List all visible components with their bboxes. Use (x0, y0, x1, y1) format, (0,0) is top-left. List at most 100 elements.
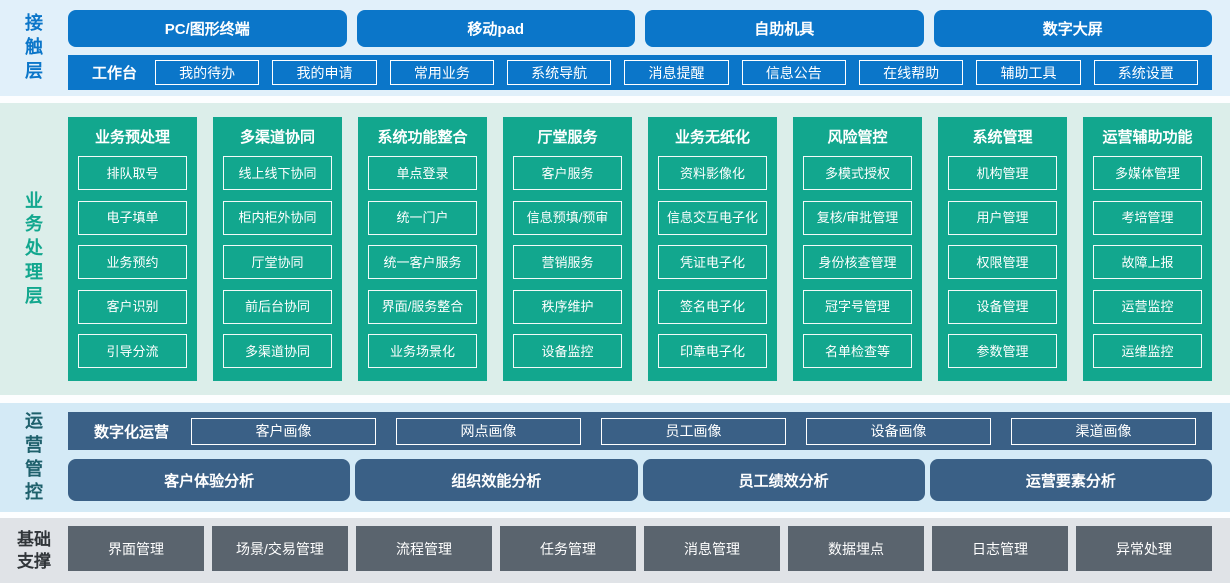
analysis-button[interactable]: 组织效能分析 (355, 459, 638, 501)
foundation-button[interactable]: 任务管理 (500, 526, 636, 571)
business-item[interactable]: 营销服务 (513, 245, 622, 279)
business-column-items: 客户服务信息预填/预审营销服务秩序维护设备监控 (513, 156, 622, 368)
business-item[interactable]: 界面/服务整合 (368, 289, 477, 324)
business-column-title: 多渠道协同 (239, 129, 315, 146)
business-item[interactable]: 故障上报 (1093, 245, 1202, 279)
foundation-button[interactable]: 数据埋点 (788, 526, 924, 571)
contact-layer-label: 接触层 (25, 13, 43, 81)
business-item[interactable]: 设备监控 (513, 334, 622, 368)
business-item[interactable]: 名单检查等 (803, 334, 912, 368)
business-item[interactable]: 权限管理 (948, 245, 1057, 279)
business-item[interactable]: 复核/审批管理 (803, 200, 912, 235)
terminal-button[interactable]: 自助机具 (645, 10, 924, 47)
divider (0, 96, 1230, 103)
business-item[interactable]: 冠字号管理 (803, 289, 912, 324)
terminal-button[interactable]: PC/图形终端 (68, 10, 347, 47)
business-item[interactable]: 客户识别 (78, 289, 187, 324)
business-item[interactable]: 线上线下协同 (223, 156, 332, 190)
business-column-items: 单点登录统一门户统一客户服务界面/服务整合业务场景化 (368, 156, 477, 368)
business-item[interactable]: 运维监控 (1093, 334, 1202, 368)
workbench-label: 工作台 (92, 65, 138, 82)
portrait-button[interactable]: 渠道画像 (1011, 417, 1197, 445)
workbench-button[interactable]: 常用业务 (389, 60, 494, 85)
business-column: 业务无纸化资料影像化信息交互电子化凭证电子化签名电子化印章电子化 (648, 117, 777, 381)
business-column-items: 线上线下协同柜内柜外协同厅堂协同前后台协同多渠道协同 (223, 156, 332, 368)
business-item[interactable]: 设备管理 (948, 289, 1057, 324)
business-item[interactable]: 机构管理 (948, 156, 1057, 190)
foundation-button[interactable]: 异常处理 (1076, 526, 1212, 571)
digital-ops-bar: 数字化运营 客户画像网点画像员工画像设备画像渠道画像 (68, 412, 1212, 450)
workbench-button[interactable]: 我的申请 (272, 60, 377, 85)
workbench-button[interactable]: 系统导航 (507, 60, 612, 85)
business-item[interactable]: 统一客户服务 (368, 245, 477, 279)
foundation-button[interactable]: 消息管理 (644, 526, 780, 571)
business-item[interactable]: 身份核查管理 (803, 245, 912, 279)
business-column: 厅堂服务客户服务信息预填/预审营销服务秩序维护设备监控 (503, 117, 632, 381)
business-item[interactable]: 多模式授权 (803, 156, 912, 190)
business-item[interactable]: 排队取号 (78, 156, 187, 190)
workbench-button[interactable]: 系统设置 (1093, 60, 1198, 85)
business-column-title: 厅堂服务 (537, 129, 598, 146)
workbench-button[interactable]: 我的待办 (155, 60, 260, 85)
portrait-button[interactable]: 网点画像 (396, 417, 582, 445)
workbench-button[interactable]: 在线帮助 (858, 60, 964, 85)
business-item[interactable]: 厅堂协同 (223, 245, 332, 279)
foundation-button[interactable]: 日志管理 (932, 526, 1068, 571)
foundation-button[interactable]: 流程管理 (356, 526, 492, 571)
operations-layer-section: 运营管控 数字化运营 客户画像网点画像员工画像设备画像渠道画像 客户体验分析组织… (0, 403, 1230, 512)
business-item[interactable]: 签名电子化 (658, 289, 767, 324)
workbench-button[interactable]: 消息提醒 (624, 60, 729, 85)
business-item[interactable]: 运营监控 (1093, 289, 1202, 324)
business-item[interactable]: 业务预约 (78, 245, 187, 279)
business-item[interactable]: 多媒体管理 (1093, 156, 1202, 190)
business-item[interactable]: 用户管理 (948, 200, 1057, 235)
business-item[interactable]: 信息交互电子化 (658, 200, 767, 235)
business-item[interactable]: 业务场景化 (368, 334, 477, 368)
contact-layer-section: 接触层 PC/图形终端移动pad 自助机具数字大屏 工作台 我的待办我的申请常用业… (0, 0, 1230, 96)
terminal-button[interactable]: 数字大屏 (933, 10, 1212, 47)
business-column-items: 排队取号电子填单业务预约客户识别引导分流 (78, 156, 187, 368)
foundation-layer-gutter: 基础支撑 (0, 518, 68, 583)
business-item[interactable]: 资料影像化 (658, 156, 767, 190)
business-item[interactable]: 客户服务 (513, 156, 622, 190)
business-item[interactable]: 考培管理 (1093, 200, 1202, 235)
workbench-button[interactable]: 信息公告 (741, 60, 846, 85)
business-item[interactable]: 凭证电子化 (658, 245, 767, 279)
digital-ops-label: 数字化运营 (94, 423, 170, 441)
terminal-button[interactable]: 移动pad (356, 10, 635, 47)
portrait-button[interactable]: 员工画像 (601, 417, 787, 445)
analysis-button[interactable]: 客户体验分析 (68, 459, 351, 501)
divider (0, 395, 1230, 403)
foundation-button[interactable]: 界面管理 (68, 526, 204, 571)
business-item[interactable]: 秩序维护 (513, 289, 622, 324)
business-item[interactable]: 统一门户 (368, 200, 477, 235)
business-column: 运营辅助功能多媒体管理考培管理故障上报运营监控运维监控 (1083, 117, 1212, 381)
operations-layer-content: 数字化运营 客户画像网点画像员工画像设备画像渠道画像 客户体验分析组织效能分析员… (68, 403, 1230, 512)
business-item[interactable]: 印章电子化 (658, 334, 767, 368)
business-column: 系统功能整合单点登录统一门户统一客户服务界面/服务整合业务场景化 (358, 117, 487, 381)
portrait-button[interactable]: 设备画像 (806, 417, 992, 445)
business-item[interactable]: 参数管理 (948, 334, 1057, 368)
business-item[interactable]: 单点登录 (368, 156, 477, 190)
workbench-bar: 工作台 我的待办我的申请常用业务系统导航消息提醒信息公告在线帮助辅助工具系统设置 (68, 55, 1212, 90)
business-column: 风险管控多模式授权复核/审批管理身份核查管理冠字号管理名单检查等 (793, 117, 922, 381)
business-layer-gutter: 业务处理层 (0, 103, 68, 395)
analysis-row: 客户体验分析组织效能分析员工绩效分析运营要素分析 (68, 459, 1212, 501)
portrait-items: 客户画像网点画像员工画像设备画像渠道画像 (191, 417, 1197, 445)
business-item[interactable]: 前后台协同 (223, 289, 332, 324)
business-column-items: 多模式授权复核/审批管理身份核查管理冠字号管理名单检查等 (803, 156, 912, 368)
business-item[interactable]: 引导分流 (78, 334, 187, 368)
workbench-items: 我的待办我的申请常用业务系统导航消息提醒信息公告在线帮助辅助工具系统设置 (155, 60, 1198, 85)
foundation-button[interactable]: 场景/交易管理 (212, 526, 348, 571)
workbench-button[interactable]: 辅助工具 (976, 60, 1081, 85)
business-item[interactable]: 柜内柜外协同 (223, 200, 332, 235)
analysis-button[interactable]: 员工绩效分析 (642, 459, 925, 501)
portrait-button[interactable]: 客户画像 (191, 417, 377, 445)
business-item[interactable]: 信息预填/预审 (513, 200, 622, 235)
business-item[interactable]: 电子填单 (78, 200, 187, 235)
business-columns: 业务预处理排队取号电子填单业务预约客户识别引导分流多渠道协同线上线下协同柜内柜外… (68, 117, 1212, 381)
business-column-title: 系统管理 (972, 129, 1033, 146)
analysis-button[interactable]: 运营要素分析 (929, 459, 1212, 501)
business-column: 系统管理机构管理用户管理权限管理设备管理参数管理 (938, 117, 1067, 381)
business-item[interactable]: 多渠道协同 (223, 334, 332, 368)
